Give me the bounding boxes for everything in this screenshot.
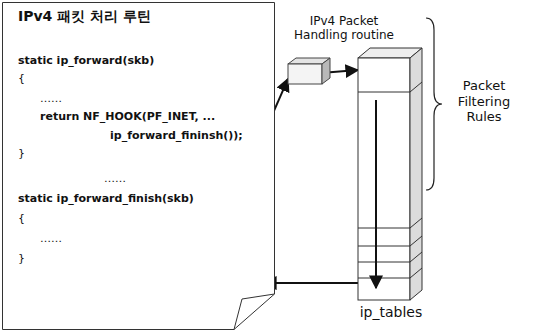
flow-arrow xyxy=(375,100,377,288)
ellipsis: …… xyxy=(104,172,126,185)
node-label: ip_tables xyxy=(350,304,432,321)
page-fold xyxy=(234,294,275,330)
page-title: IPv4 패킷 처리 루틴 xyxy=(18,8,151,25)
code-line: } xyxy=(18,252,25,265)
stack-icon xyxy=(350,42,432,304)
code-line: return NF_HOOK(PF_INET, ... xyxy=(40,110,215,123)
code-block: static ip_forward(skb) { …… return NF_HOOK(… xyxy=(14,54,264,171)
code-line: static ip_forward_finish(skb) xyxy=(18,192,194,205)
cube xyxy=(288,58,330,84)
code-line: { xyxy=(18,72,25,85)
flow-arrow xyxy=(330,70,358,72)
stack-front xyxy=(358,58,410,300)
code-line: …… xyxy=(40,92,62,105)
bracket-label: Packet Filtering Rules xyxy=(442,78,526,125)
table-stack: ip_tables xyxy=(350,42,434,327)
node-label: IPv4 Packet Handling routine xyxy=(292,14,396,43)
code-line: …… xyxy=(40,232,62,245)
flow-arrow xyxy=(264,282,358,284)
code-line: { xyxy=(18,212,25,225)
code-block: static ip_forward_finish(skb) { ……} xyxy=(14,192,264,292)
curly-brace xyxy=(426,18,442,190)
document-page: IPv4 패킷 처리 루틴 static ip_forward(skb) { …… re… xyxy=(2,2,275,330)
page-border xyxy=(3,3,275,330)
code-line: ip_forward_fininsh()); xyxy=(110,129,243,142)
page-outline xyxy=(2,2,275,330)
cube-icon xyxy=(284,54,344,94)
code-line: static ip_forward(skb) xyxy=(18,54,154,67)
code-line: } xyxy=(18,147,25,160)
